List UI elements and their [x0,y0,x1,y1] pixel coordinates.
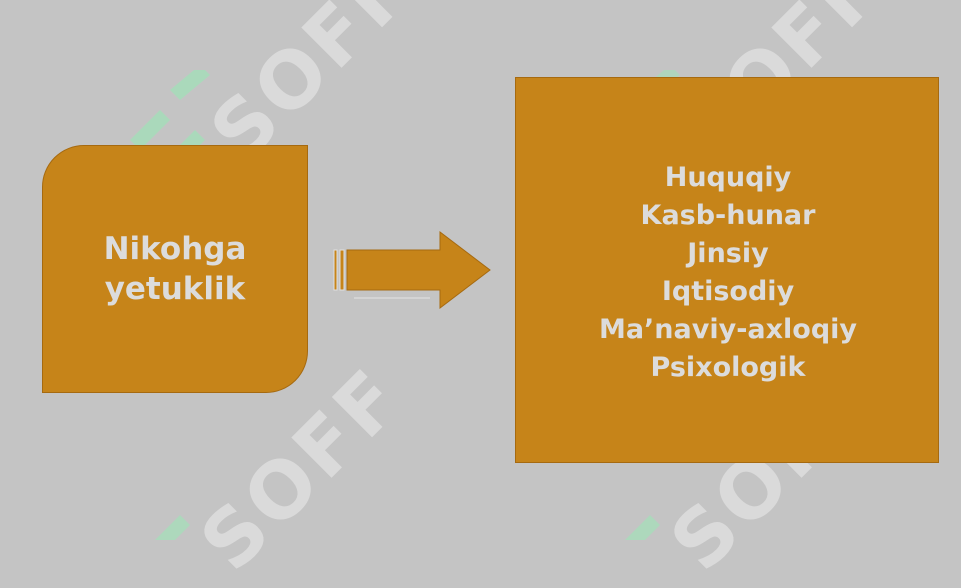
list-item: Ma’naviy-axloqiy [598,314,858,345]
list-item: Jinsiy [687,238,769,269]
list-item: Psixologik [650,352,806,383]
soff-logo-mark [155,515,190,540]
source-label-line-1: Nikohga [103,231,247,267]
right-arrow-icon [333,230,491,310]
list-item: Iqtisodiy [661,276,795,307]
list-item: Huquqiy [664,162,792,193]
target-list: Huquqiy Kasb-hunar Jinsiy Iqtisodiy Ma’n… [516,159,938,387]
source-box: Nikohga yetuklik [42,145,308,393]
list-item: Kasb-hunar [640,200,816,231]
target-box: Huquqiy Kasb-hunar Jinsiy Iqtisodiy Ma’n… [515,77,939,463]
soff-logo-mark [625,515,660,540]
source-label-line-2: yetuklik [104,271,246,307]
